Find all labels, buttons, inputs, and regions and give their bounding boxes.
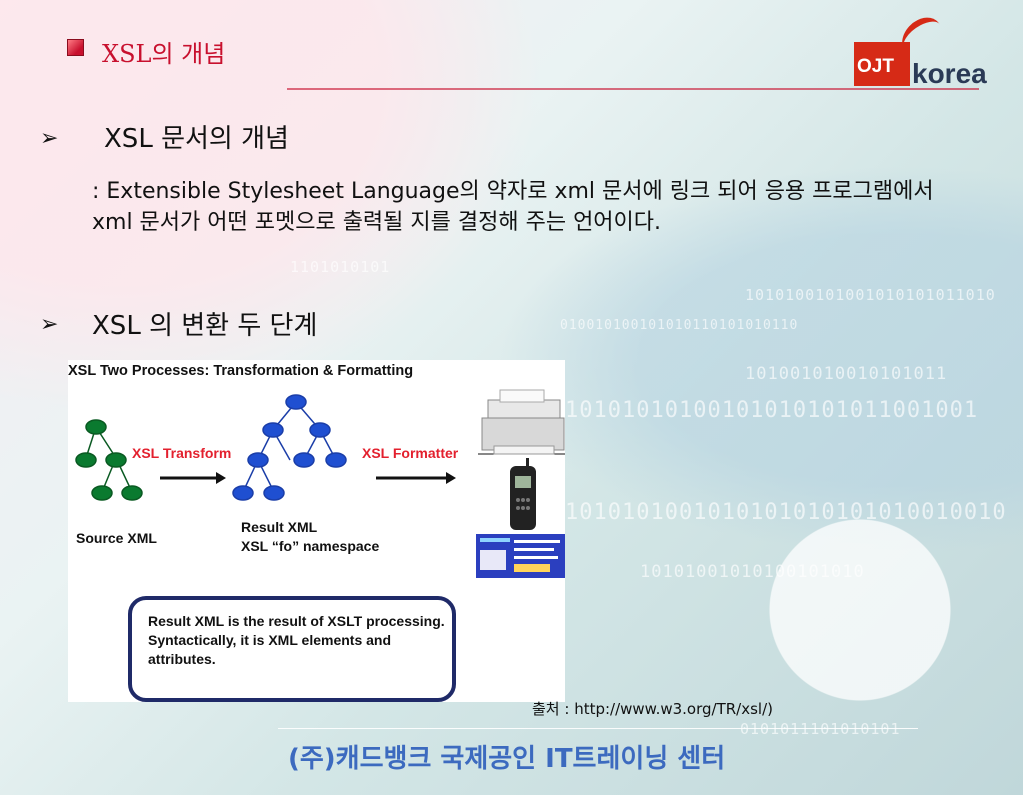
source-xml-label: Source XML	[76, 530, 157, 546]
source-xml-tree-icon	[75, 419, 143, 501]
logo-ojt-text: OJT	[857, 56, 894, 77]
footer-company-name: (주)캐드뱅크 국제공인 IT트레이닝 센터	[288, 744, 726, 774]
result-xml-note-box: Result XML is the result of XSLT process…	[128, 596, 456, 702]
arrow-bullet-icon: ➢	[40, 312, 59, 337]
bg-digits-6: 1010101001010101010101010010010	[565, 500, 1007, 525]
bg-digits-2: 1010100101001010101011010	[745, 286, 996, 304]
fo-namespace-label: XSL “fo” namespace	[241, 538, 380, 554]
xsl-transform-label: XSL Transform	[132, 445, 232, 461]
bg-digits-7: 10101001010100101010	[640, 562, 865, 582]
bg-digits-4: 101001010010101011	[745, 364, 948, 384]
figure-title: XSL Two Processes: Transformation & Form…	[68, 363, 414, 379]
footer-divider	[278, 728, 918, 729]
result-xml-tree-icon	[232, 394, 347, 501]
bg-digits-5: 10101010100101010101011001001	[565, 398, 979, 423]
mobile-phone-icon	[510, 458, 536, 530]
header-divider	[287, 88, 979, 90]
logo-box	[854, 42, 910, 86]
xsl-formatter-label: XSL Formatter	[362, 445, 459, 461]
arrow-bullet-icon: ➢	[40, 126, 59, 151]
ojt-korea-logo: OJT korea	[848, 11, 987, 92]
xsl-process-diagram	[75, 389, 565, 578]
concept-description: : Extensible Stylesheet Language의 약자로 xm…	[92, 179, 934, 235]
page-title: XSL의 개념	[102, 40, 226, 68]
printer-icon	[481, 389, 565, 455]
bg-digits-3: 010010100101010110101010110	[560, 318, 799, 333]
result-xml-note-text: Result XML is the result of XSLT process…	[148, 613, 445, 667]
bg-digits-8: 0101011101010101	[740, 720, 901, 738]
source-citation: 출처 : http://www.w3.org/TR/xsl/)	[532, 700, 773, 718]
section-heading-concept: XSL 문서의 개념	[104, 124, 289, 154]
logo-korea-text: korea	[912, 58, 987, 89]
web-page-icon	[476, 534, 565, 578]
result-xml-label: Result XML	[241, 519, 318, 535]
formatter-arrow-icon	[376, 472, 456, 484]
section-heading-two-steps: XSL 의 변환 두 단계	[92, 311, 318, 341]
bg-digits-1: 1101010101	[290, 258, 391, 276]
xsl-process-figure: XSL Two Processes: Transformation & Form…	[68, 360, 565, 702]
header-bullet-icon	[67, 39, 84, 56]
transform-arrow-icon	[160, 472, 226, 484]
